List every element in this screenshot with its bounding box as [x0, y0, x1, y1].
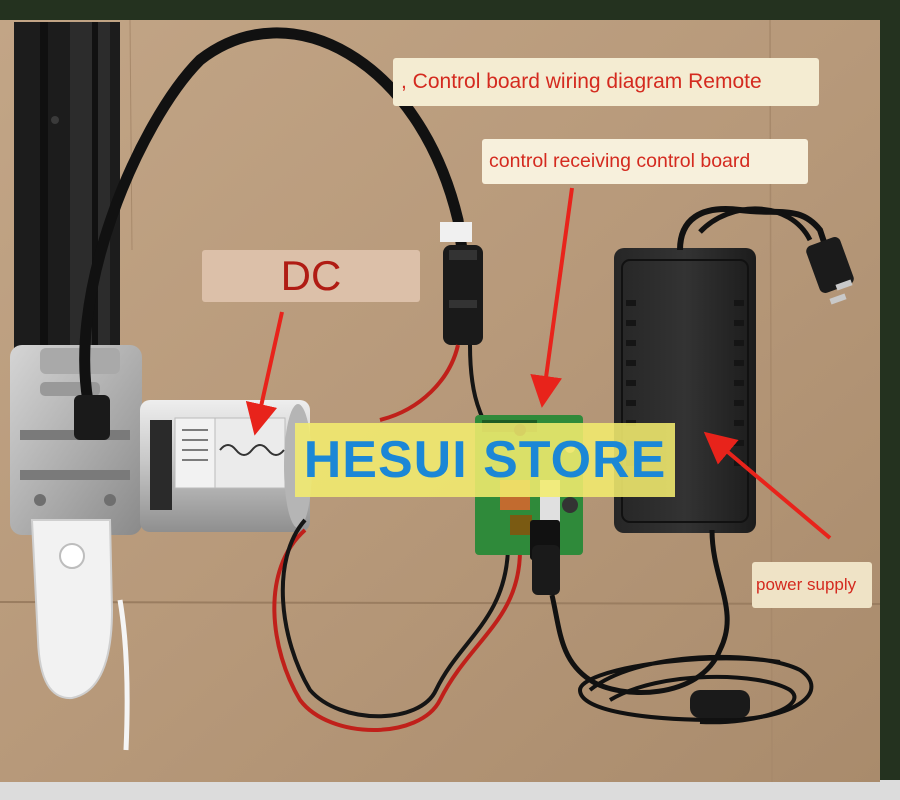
board-wires: [272, 344, 522, 732]
dc-motor-label: DC: [202, 250, 420, 302]
mounting-bracket: [30, 519, 130, 751]
wiring-diagram-title-label: , Control board wiring diagram Remote: [393, 58, 819, 106]
dc-output-cable: [549, 529, 814, 725]
ac-cord: [677, 206, 854, 305]
store-watermark: HESUI STORE: [295, 423, 675, 497]
annotation-arrows: [245, 187, 832, 540]
dc-motor: [140, 400, 312, 532]
power-supply-label: power supply: [752, 562, 872, 608]
dc-jack: [532, 545, 560, 595]
motor-cable: [74, 27, 483, 440]
actuator-rail: [14, 22, 120, 372]
control-board-label: control receiving control board: [482, 139, 808, 184]
gearbox-housing: [10, 345, 142, 535]
